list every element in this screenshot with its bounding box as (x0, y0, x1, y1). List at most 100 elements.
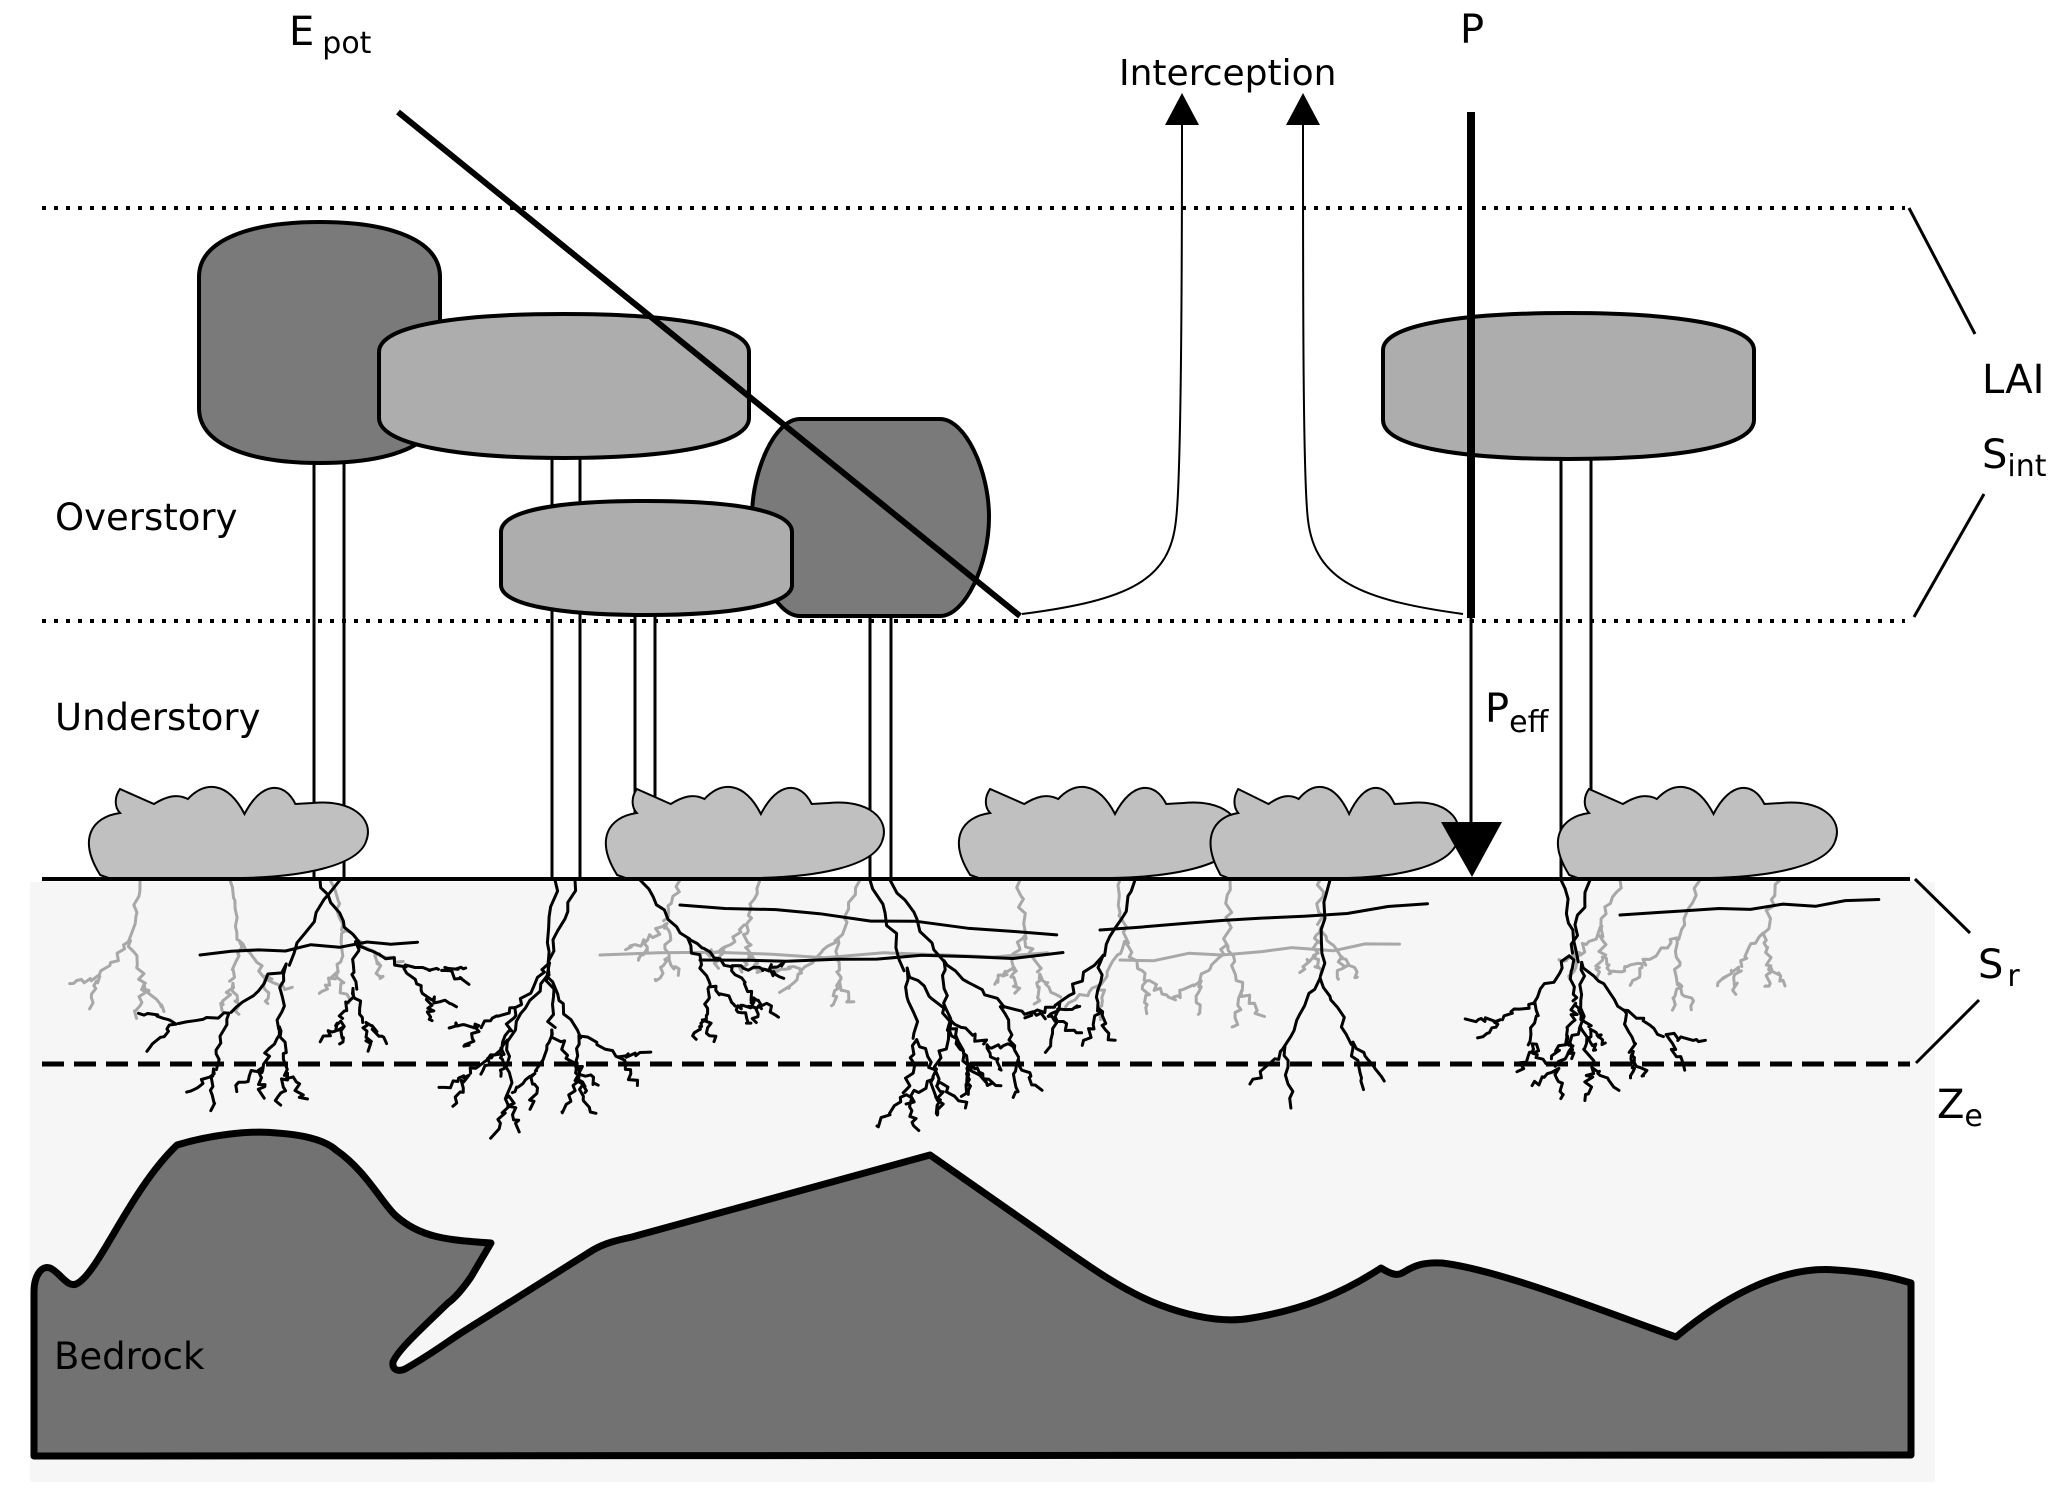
shrub-5 (1557, 786, 1838, 879)
deep-root-21 (214, 1011, 231, 1072)
shallow-root-86 (1739, 931, 1765, 968)
deep-root-83 (937, 1080, 969, 1110)
crown-light-wide (377, 311, 751, 461)
deep-root-109 (1043, 1001, 1062, 1054)
shallow-root-23 (644, 921, 669, 943)
deep-root-111 (1080, 1006, 1102, 1047)
shallow-root-7 (142, 982, 166, 1014)
deep-root-100 (998, 1005, 1020, 1059)
deep-root-107 (1056, 953, 1105, 1005)
deep-root-105 (1046, 1004, 1082, 1018)
deep-root-89 (985, 1043, 1003, 1072)
shallow-root-55 (1140, 979, 1151, 1016)
deep-root-140 (1526, 1001, 1540, 1047)
deep-root-122 (1553, 1025, 1582, 1068)
deep-root-151 (678, 903, 1059, 937)
deep-root-95 (929, 1076, 942, 1117)
shallow-root-3 (68, 974, 102, 986)
effective-precipitation-arrowhead (1441, 822, 1502, 877)
deep-root-7 (361, 1021, 373, 1053)
deep-root-12 (425, 995, 458, 1009)
deep-root-146 (1565, 1034, 1576, 1061)
shrub-4 (1209, 785, 1460, 879)
deep-root-102 (1016, 1057, 1044, 1092)
deep-root-37 (489, 1094, 511, 1140)
deep-root-143 (1567, 954, 1579, 1003)
deep-root-130 (1629, 1050, 1636, 1080)
shallow-root-45 (993, 967, 1014, 986)
shallow-root-88 (1731, 965, 1743, 996)
deep-root-14 (440, 968, 471, 986)
shallow-root-25 (636, 940, 649, 962)
shallow-root-6 (133, 982, 148, 1020)
shallow-root-91 (1767, 964, 1787, 988)
deep-root-1 (318, 878, 361, 944)
deep-root-113 (1318, 878, 1332, 978)
deep-root-148 (1587, 1027, 1598, 1052)
deep-root-123 (1530, 1067, 1561, 1088)
shallow-root-29 (745, 878, 762, 925)
deep-root-110 (1094, 953, 1105, 1013)
deep-root-79 (875, 1093, 908, 1129)
shallow-root-66 (1298, 954, 1316, 974)
shallow-root-70 (1339, 957, 1359, 980)
understory-label: Understory (55, 696, 261, 739)
shallow-root-18 (334, 970, 352, 1005)
deep-root-125 (1578, 1025, 1597, 1067)
deep-root-90 (985, 1042, 1015, 1050)
shallow-root-50 (1116, 878, 1130, 945)
shallow-root-87 (1716, 965, 1741, 988)
understory-shrubs (88, 785, 1838, 879)
bedrock (30, 1128, 1915, 1460)
deep-root-13 (402, 963, 440, 972)
deep-root-132 (1622, 1008, 1665, 1039)
deep-root-137 (1501, 1001, 1537, 1022)
shallow-root-51 (1099, 939, 1126, 986)
shallow-root-81 (1628, 962, 1644, 987)
deep-root-4 (318, 1019, 343, 1044)
deep-root-131 (1630, 1050, 1649, 1078)
deep-root-72 (752, 996, 780, 1019)
interception-arrow-left (1021, 123, 1183, 615)
deep-root-66 (707, 984, 737, 1008)
deep-root-136 (1532, 954, 1571, 1006)
deep-root-53 (498, 1046, 507, 1078)
canopy-bracket-upper (1907, 207, 1977, 335)
deep-root-64 (691, 1018, 707, 1041)
shallow-root-72 (1578, 924, 1604, 957)
interception-arrowhead-left (1165, 93, 1199, 125)
precipitation-label: P (1460, 7, 1484, 53)
shallow-root-82 (1673, 936, 1682, 987)
deep-root-57 (528, 1072, 539, 1111)
crown-light-right (1381, 310, 1756, 462)
shallow-root-30 (719, 923, 749, 951)
shallow-root-56 (1145, 979, 1177, 1002)
deep-root-139 (1476, 1018, 1502, 1040)
shallow-root-63 (1239, 989, 1266, 1018)
deep-root-87 (967, 1062, 1003, 1088)
potential-evaporation-line (396, 109, 1022, 619)
deep-root-43 (577, 1034, 624, 1061)
deep-root-80 (904, 1093, 921, 1132)
deep-root-85 (948, 1019, 970, 1068)
deep-root-152 (1098, 902, 1429, 932)
deep-root-51 (500, 1006, 518, 1052)
shallow-root-43 (1015, 878, 1028, 941)
shallow-root-64 (1315, 878, 1326, 926)
root-bracket-upper (1913, 877, 1972, 935)
deep-root-50 (462, 1024, 481, 1048)
deep-root-54 (544, 961, 557, 1029)
deep-root-144 (1565, 1001, 1579, 1037)
interception-arrows (1021, 93, 1464, 615)
effective-precipitation-label: Peff (1485, 686, 1550, 740)
deep-root-48 (479, 1006, 517, 1030)
deep-root-63 (703, 985, 711, 1023)
deep-root-35 (451, 1073, 471, 1108)
deep-root-129 (1622, 1008, 1637, 1054)
deep-root-97 (959, 1065, 971, 1098)
shallow-root-20 (373, 954, 385, 980)
deep-root-84 (905, 966, 951, 1022)
canopy-bracket-lower (1912, 493, 1986, 618)
deep-root-76 (868, 878, 906, 973)
